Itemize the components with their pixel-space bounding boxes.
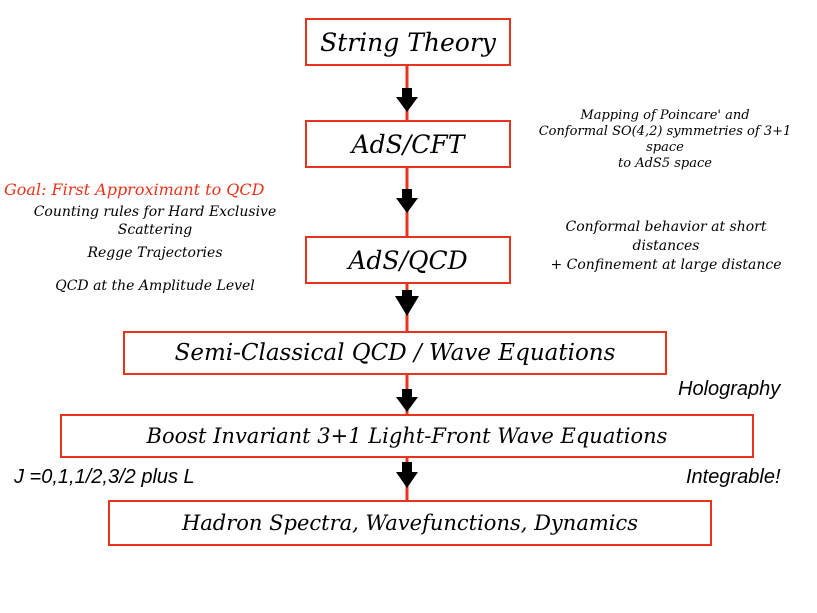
note-mapping: Mapping of Poincare' and Conformal SO(4,… bbox=[515, 108, 815, 172]
note-integrable: Integrable! bbox=[686, 466, 781, 488]
box-string-theory: String Theory bbox=[305, 18, 511, 66]
note-goal: Goal: First Approximant to QCD bbox=[4, 180, 265, 199]
note-mapping-line: Conformal SO(4,2) symmetries of 3+1 bbox=[538, 124, 792, 139]
note-conformal: Conformal behavior at short distances + … bbox=[515, 218, 817, 275]
note-conformal-line: distances bbox=[632, 238, 700, 254]
note-mapping-line: space bbox=[646, 140, 684, 155]
note-spin-values: J =0,1,1/2,3/2 plus L bbox=[14, 466, 195, 488]
note-amplitude: QCD at the Amplitude Level bbox=[55, 278, 255, 294]
box-ads-cft: AdS/CFT bbox=[305, 120, 511, 168]
note-conformal-line: Conformal behavior at short bbox=[565, 219, 767, 235]
note-mapping-line: to AdS5 space bbox=[618, 156, 712, 171]
note-counting: Counting rules for Hard Exclusive Scatte… bbox=[0, 203, 310, 239]
box-ads-qcd: AdS/QCD bbox=[305, 236, 511, 284]
note-conformal-line: + Confinement at large distance bbox=[550, 257, 782, 273]
note-mapping-line: Mapping of Poincare' and bbox=[580, 108, 750, 123]
box-semi-classical: Semi-Classical QCD / Wave Equations bbox=[123, 331, 667, 375]
box-hadron-spectra: Hadron Spectra, Wavefunctions, Dynamics bbox=[108, 500, 712, 546]
note-counting-line: Scattering bbox=[117, 222, 193, 238]
note-regge: Regge Trajectories bbox=[87, 245, 223, 261]
note-holography: Holography bbox=[678, 378, 781, 400]
box-boost-invariant: Boost Invariant 3+1 Light-Front Wave Equ… bbox=[60, 414, 754, 458]
note-counting-line: Counting rules for Hard Exclusive bbox=[33, 204, 277, 220]
